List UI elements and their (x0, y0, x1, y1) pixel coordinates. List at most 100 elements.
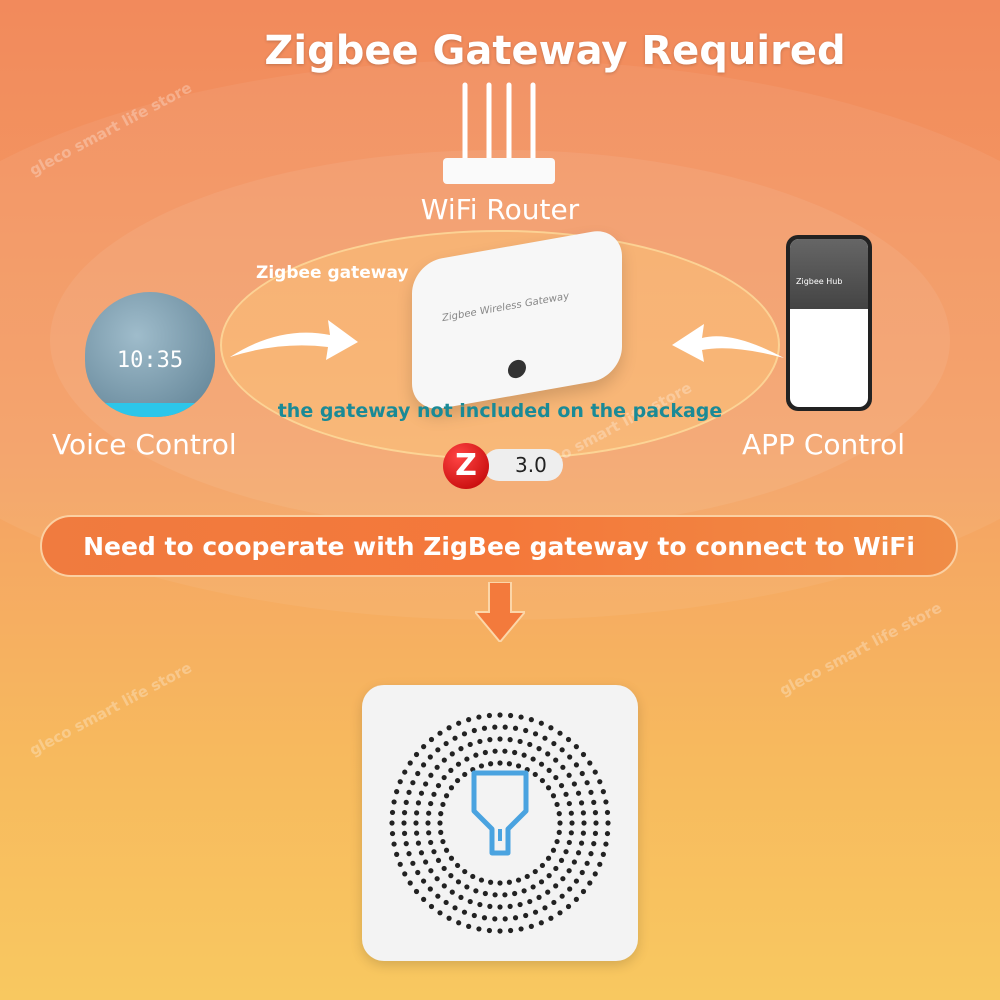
speaker-dot (487, 737, 493, 743)
speaker-dot (421, 744, 427, 750)
speaker-dot (550, 847, 557, 853)
speaker-dot (446, 915, 452, 921)
speaker-dot (575, 790, 582, 796)
speaker-dot (467, 898, 473, 905)
speaker-dot (536, 894, 542, 900)
speaker-dot (536, 746, 542, 752)
arrow-left-icon (672, 324, 784, 362)
speaker-dot (571, 781, 577, 787)
speaker-dot (454, 777, 461, 784)
smart-switch-device (362, 685, 638, 961)
speaker-dot (410, 860, 416, 866)
speaker-dot (443, 740, 449, 747)
speaker-dot (560, 876, 566, 882)
speaker-dot (600, 789, 606, 795)
speaker-dot (394, 851, 400, 857)
speaker-dot (410, 780, 416, 786)
speaker-dot (415, 770, 421, 777)
smart-speaker-image: 10:35 (85, 292, 215, 417)
speaker-dot (435, 857, 442, 864)
speaker-dot (413, 888, 420, 895)
speaker-dot (557, 730, 563, 736)
speaker-dot (592, 769, 598, 775)
speaker-dot (579, 869, 585, 876)
speaker-dot (443, 793, 450, 799)
speaker-dot (462, 771, 468, 778)
arrow-right-icon (230, 320, 358, 360)
speaker-dot (443, 847, 450, 853)
speaker-dot (588, 789, 594, 795)
speaker-dot (427, 754, 433, 760)
speaker-dot (461, 731, 468, 737)
speaker-dot (407, 880, 413, 886)
speaker-dot (563, 791, 569, 797)
speaker-dot (554, 801, 560, 808)
speaker-dot (407, 760, 413, 766)
speaker-dot (573, 878, 580, 884)
speaker-dot (573, 744, 579, 750)
speaker-dot (431, 791, 437, 797)
watermark: gleco smart life store (26, 658, 195, 760)
speaker-dot (566, 772, 572, 778)
speaker-dot (566, 800, 572, 807)
speaker-dot (512, 749, 518, 756)
speaker-dot (506, 879, 512, 885)
router-label: WiFi Router (420, 193, 580, 226)
speaker-dot (538, 720, 544, 726)
speaker-dot (507, 903, 513, 909)
speaker-dot (527, 741, 533, 748)
speaker-dot (487, 903, 493, 909)
speaker-dot (545, 855, 552, 861)
speaker-dot (569, 820, 575, 826)
speaker-dot (597, 861, 603, 867)
speaker-dot (437, 730, 443, 736)
speaker-dot (502, 724, 508, 730)
speaker-dot (497, 928, 503, 934)
speaker-dot (539, 777, 546, 784)
speaker-dot (515, 877, 522, 883)
speaker-dot (532, 868, 538, 875)
speaker-dot (431, 849, 437, 855)
speaker-dot (464, 756, 470, 762)
speaker-dot (524, 873, 530, 880)
speaker-dot (477, 901, 483, 908)
speaker-dot (512, 725, 519, 731)
speaker-dot (415, 840, 422, 846)
speaker-dot (401, 810, 408, 816)
speaker-dot (389, 820, 395, 826)
speaker-dot (507, 927, 514, 934)
speaker-dot (559, 747, 565, 753)
speaker-dot (397, 861, 403, 867)
speaker-dot (568, 830, 574, 836)
speaker-dot (456, 920, 462, 926)
page-title: Zigbee Gateway Required (264, 28, 846, 74)
speaker-dot (401, 830, 408, 836)
speaker-dot (492, 916, 498, 922)
speaker-dot (438, 829, 444, 835)
router-image (443, 80, 555, 190)
speaker-dot (428, 839, 434, 846)
speaker-dot (497, 736, 503, 742)
speaker-dot (545, 785, 552, 791)
speaker-dot (391, 799, 397, 805)
speaker-dot (462, 868, 468, 875)
speaker-dot (530, 756, 536, 762)
watermark: gleco smart life store (776, 598, 945, 700)
speaker-dot (481, 915, 488, 921)
speaker-dot (389, 809, 396, 816)
info-banner: Need to cooperate with ZigBee gateway to… (40, 515, 958, 577)
speaker-dot (567, 754, 573, 760)
speaker-dot (486, 927, 493, 934)
speaker-dot (523, 912, 529, 919)
speaker-dot (470, 873, 476, 880)
speaker-dot (426, 810, 432, 816)
speaker-dot (548, 725, 554, 731)
speaker-dot (415, 800, 422, 806)
speaker-dot (548, 915, 554, 921)
speaker-dot (418, 850, 425, 856)
speaker-dot (551, 899, 557, 906)
speaker-dot (502, 916, 508, 922)
speaker-dot (567, 886, 573, 892)
speaker-dot (528, 717, 534, 723)
speaker-dot (517, 901, 523, 908)
